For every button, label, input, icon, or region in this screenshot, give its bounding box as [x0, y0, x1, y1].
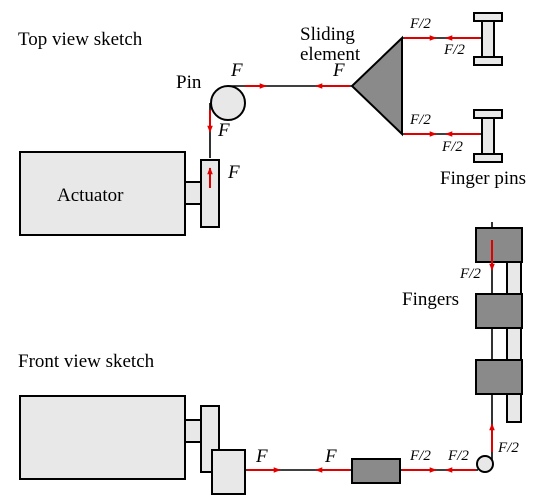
- actuator-slider-top: [200, 159, 220, 228]
- fingers-label: Fingers: [402, 289, 459, 310]
- force-label-front-left: F: [324, 446, 337, 467]
- force-label-slide-left: F: [332, 60, 345, 81]
- actuator-body-top: [19, 151, 186, 236]
- force-label-front-half-left: F/2: [447, 448, 469, 464]
- sliding-label-line2: element: [300, 44, 361, 65]
- force-label-slider: F: [227, 162, 240, 183]
- force-label-finger-down: F/2: [459, 266, 481, 282]
- force-label-pin-down: F: [217, 120, 230, 141]
- pin-label: Pin: [176, 72, 202, 93]
- front-view-title: Front view sketch: [18, 351, 155, 372]
- finger-pin-upper: [473, 12, 503, 66]
- force-label-front-half-right: F/2: [409, 448, 431, 464]
- pulley-front: [476, 455, 494, 473]
- finger-pins-label: Finger pins: [440, 168, 526, 189]
- pin-pulley: [210, 85, 246, 121]
- force-label-upper-right: F/2: [409, 16, 431, 32]
- top-view-title: Top view sketch: [18, 29, 143, 50]
- force-label-upper-left: F/2: [443, 42, 465, 58]
- force-label-front-right: F: [255, 446, 268, 467]
- force-label-pin-right: F: [230, 60, 243, 81]
- finger-stack: [475, 227, 523, 423]
- finger-pin-lower: [473, 109, 503, 163]
- actuator-rod-front: [184, 419, 202, 443]
- force-label-front-up: F/2: [497, 440, 519, 456]
- actuator-block-front: [211, 449, 246, 495]
- sliding-label-line1: Sliding: [300, 24, 355, 45]
- actuator-label: Actuator: [57, 185, 124, 206]
- force-label-lower-left: F/2: [441, 139, 463, 155]
- actuator-rod-top: [184, 181, 202, 205]
- sliding-element: [350, 35, 403, 137]
- force-label-lower-right: F/2: [409, 112, 431, 128]
- actuator-body-front: [19, 395, 186, 480]
- sliding-element-front: [351, 458, 401, 484]
